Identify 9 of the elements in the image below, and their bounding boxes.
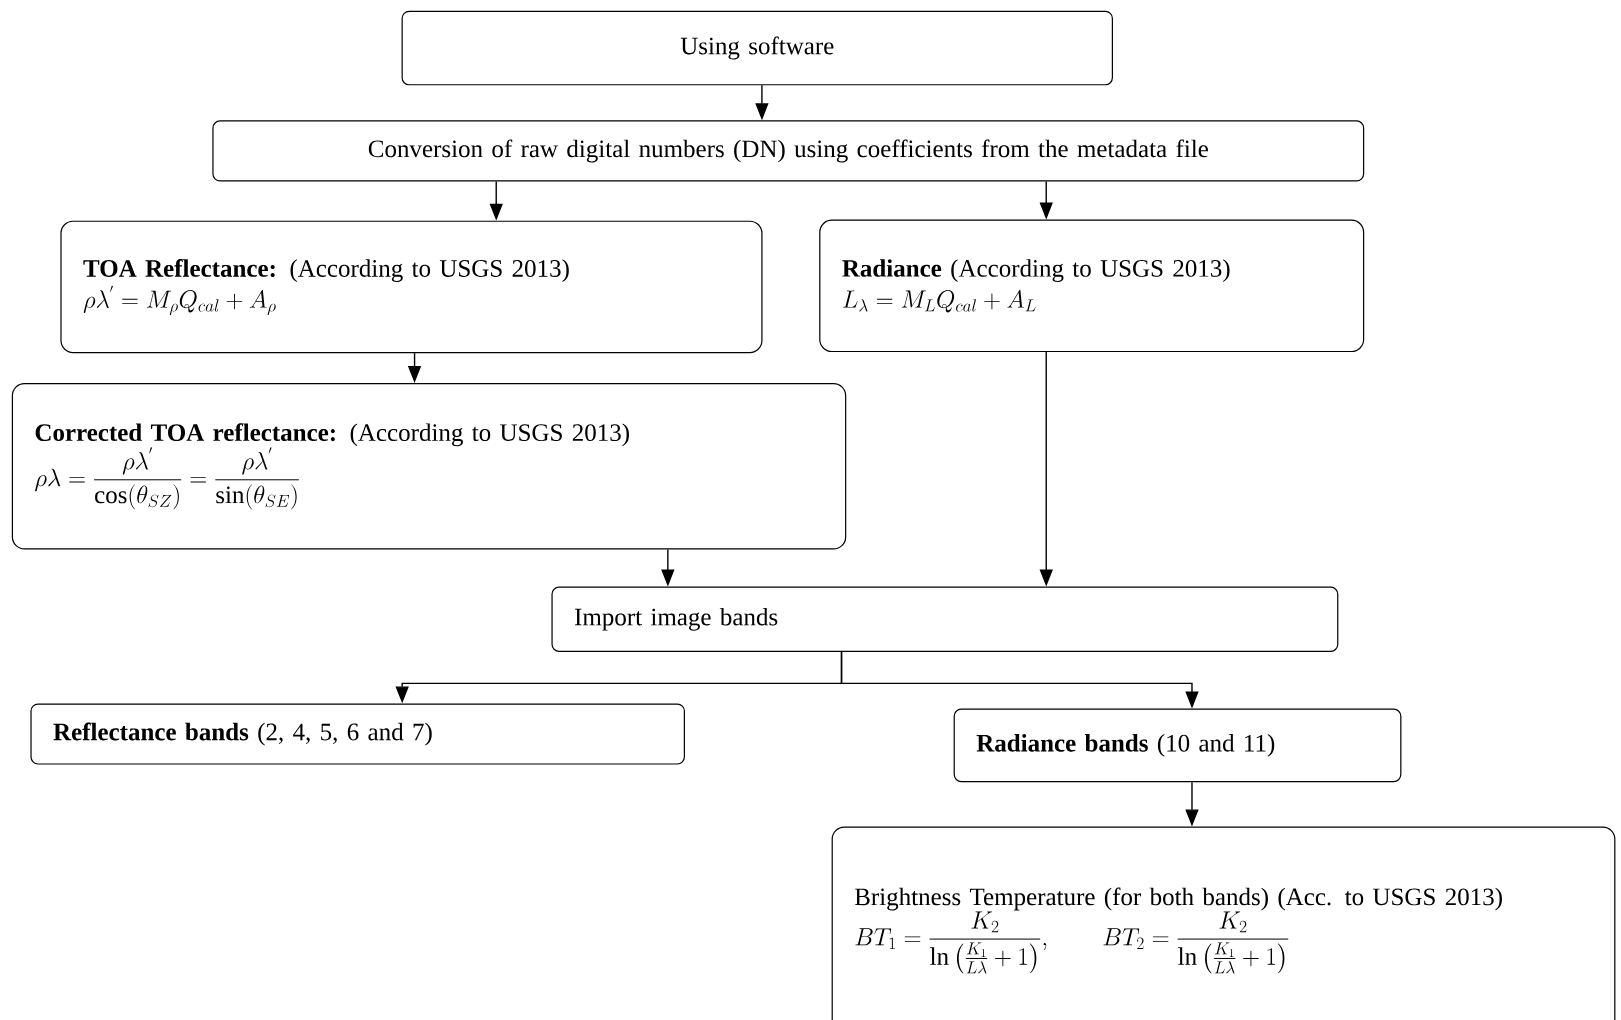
process-box: Import image bands [551,586,1339,652]
process-box: Radiance bands (10 and 11) [953,708,1402,783]
process-box: Conversion of raw digital numbers (DN) using coefficients from the metadata file [212,120,1365,182]
process-box: Using software [401,10,1113,86]
process-box: Radiance (According to USGS 2013) $L_{\lambda} = M_{L} Q_{cal} + A_{L}$ [819,219,1365,353]
process-box: Brightness Temperature (for both bands) (Acc. to USGS 2013) $BT_{1} = \frac{K_{2}}{\ln\left(\frac{K_{1}}{L\lambda}+1\right)} ,\qquad BT_{2} = \frac{K_{2}}{\ln\left(\frac{K_{1}}{L\lambda}+1\right)}$ [831,826,1616,1020]
process-box: Corrected TOA reflectance: (According to USGS 2013) $\rho\lambda = \frac{\rho\lambda^{'}}{\cos(\theta_{SZ})} = \frac{\rho\lambda^{'}}{\sin(\theta_{SE})}$ [11,382,847,550]
process-box: Reflectance bands (2, 4, 5, 6 and 7) [30,703,685,765]
process-box: TOA Reflectance: (According to USGS 2013) $\rho\lambda^{'} = M_{\rho} Q_{cal} + A_{\rho}$ [60,220,763,354]
